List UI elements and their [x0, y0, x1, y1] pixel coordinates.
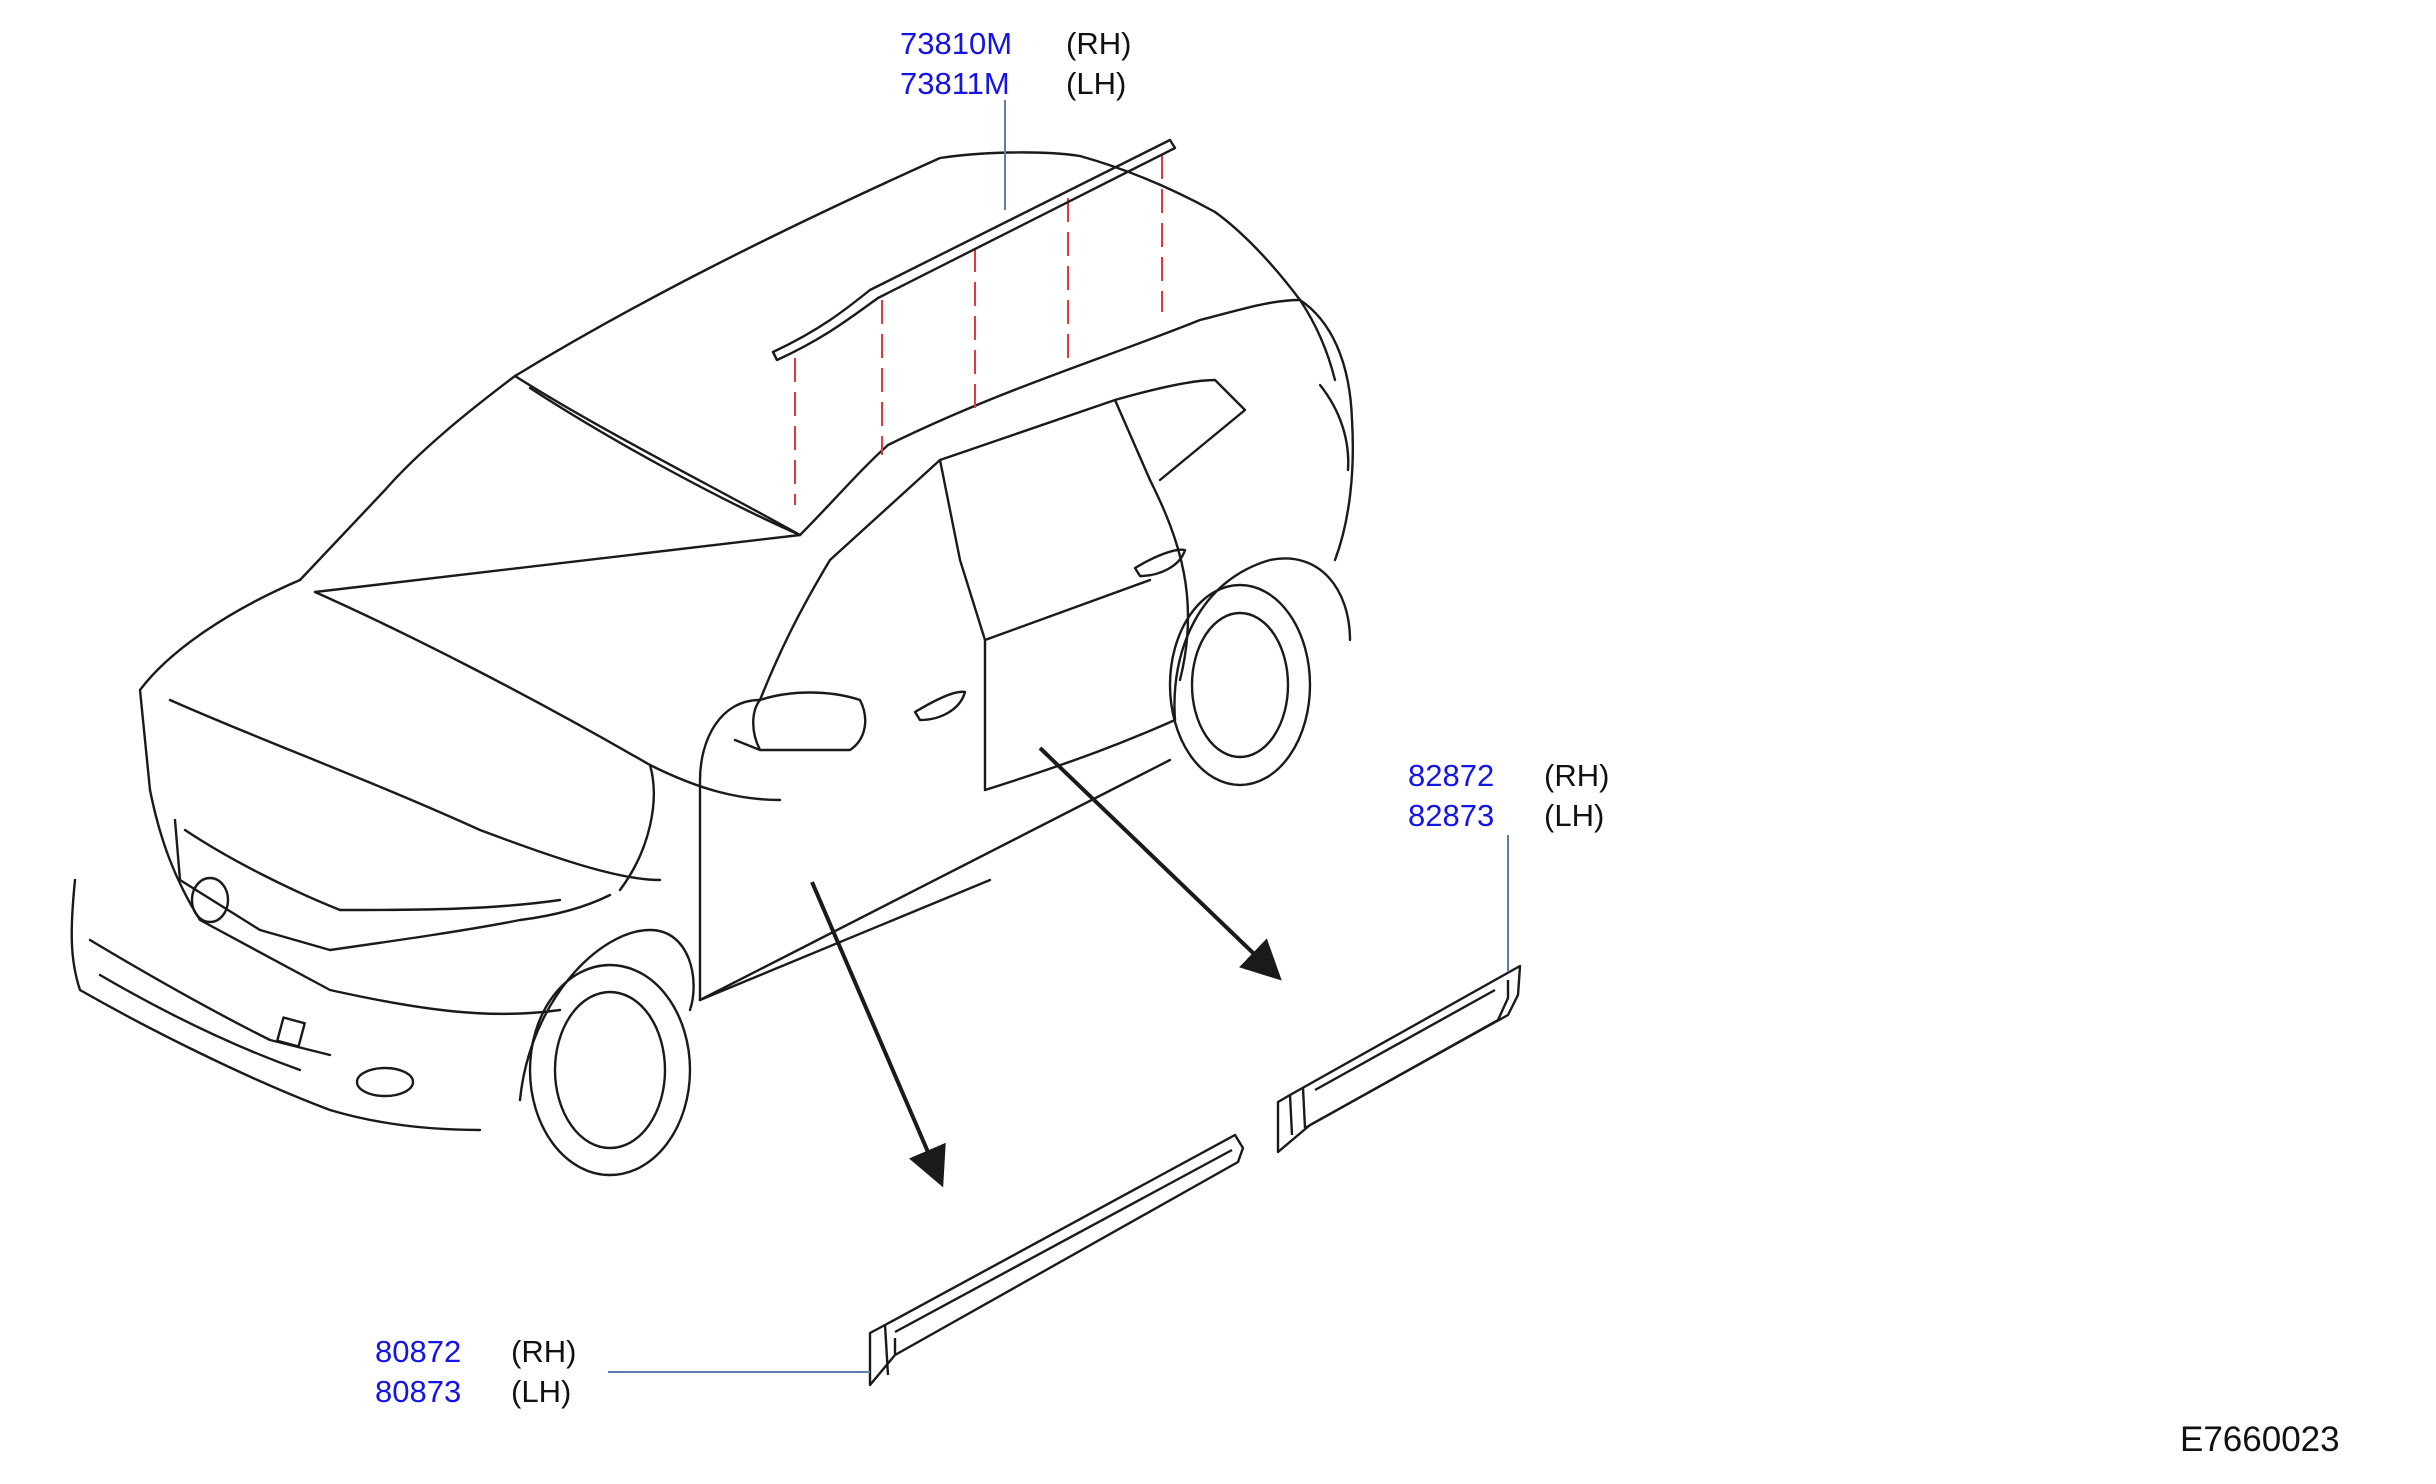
- front-door-molding-callout: 80872 (RH) 80873 (LH): [375, 1332, 576, 1412]
- front-door-molding-part[interactable]: [868, 1133, 1245, 1387]
- part-number-rear-door-molding-lh[interactable]: 82873: [1408, 798, 1495, 833]
- vehicle-outline: [70, 151, 1355, 1177]
- rear-door-molding-callout: 82872 (RH) 82873 (LH): [1408, 756, 1609, 836]
- side-label-rh: (RH): [1066, 26, 1132, 61]
- assembly-arrows: [810, 746, 1282, 1188]
- side-label-rh: (RH): [1544, 758, 1610, 793]
- part-number-roof-molding-lh[interactable]: 73811M: [900, 66, 1010, 101]
- side-label-lh: (LH): [1544, 798, 1605, 833]
- leader-lines: [608, 100, 1509, 1373]
- part-number-rear-door-molding-rh[interactable]: 82872: [1408, 758, 1495, 793]
- rear-door-molding-part[interactable]: [1276, 964, 1522, 1154]
- side-label-lh: (LH): [1066, 66, 1127, 101]
- part-number-front-door-molding-rh[interactable]: 80872: [375, 1334, 462, 1369]
- side-label-lh: (LH): [511, 1374, 572, 1409]
- roof-molding-callout: 73810M (RH) 73811M (LH): [900, 24, 1131, 104]
- roof-molding-part[interactable]: [771, 138, 1177, 362]
- rear-door-arrow: [1038, 746, 1282, 981]
- part-number-roof-molding-rh[interactable]: 73810M: [900, 26, 1013, 61]
- mounting-guide-lines: [794, 155, 1163, 505]
- part-number-front-door-molding-lh[interactable]: 80873: [375, 1374, 462, 1409]
- side-label-rh: (RH): [511, 1334, 577, 1369]
- front-door-arrow: [810, 881, 946, 1188]
- drawing-code: E7660023: [2180, 1420, 2340, 1459]
